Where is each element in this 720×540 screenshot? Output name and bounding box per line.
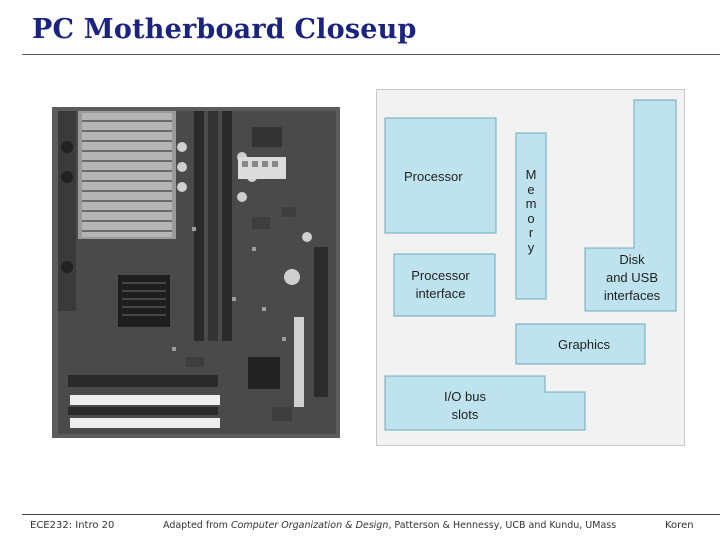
processor-label: Processor [404,169,463,184]
motherboard-block-diagram: Processor M e m o r y Processor interfac… [376,89,685,446]
io-bus-line: slots [451,407,479,422]
io-bus-block [384,375,586,431]
processor-interface-line: interface [415,286,466,301]
memory-letter: m [525,196,537,211]
processor-interface-line: Processor [411,268,470,283]
cpu-heatsink [78,111,176,239]
footer-credit-suffix: , Patterson & Hennessy, UCB and Kundu, U… [388,520,617,531]
footer-book-title: Computer Organization & Design [230,520,389,531]
footer-author: Koren [665,520,694,531]
memory-block [515,132,547,300]
memory-slots [194,111,232,341]
processor-interface-block [393,253,496,317]
disk-usb-label: Disk and USB interfaces [592,251,672,305]
memory-letter: y [527,239,535,255]
processor-block [384,117,497,234]
block-shapes [384,99,677,431]
graphics-label: Graphics [558,337,611,352]
processor-interface-label: Processor interface [403,267,478,303]
memory-letter: e [527,181,535,197]
disk-usb-line: interfaces [603,288,661,303]
footer-divider [22,514,720,515]
footer-course: ECE232: Intro 20 [30,520,115,531]
disk-usb-block [584,99,677,312]
memory-label: M e m o r y [523,167,539,255]
motherboard-photo [52,107,340,438]
memory-letter: o [527,210,535,226]
pci-slots [68,375,220,428]
io-bus-line: I/O bus [444,389,486,404]
memory-letter: r [528,225,534,240]
footer-credit-prefix: Adapted from [163,520,231,531]
slide-title: PC Motherboard Closeup [32,14,417,45]
disk-usb-line: Disk [619,252,645,267]
io-bus-label: I/O bus slots [425,388,505,424]
graphics-block [515,323,646,365]
memory-letter: M [525,167,537,182]
footer-credit: Adapted from Computer Organization & Des… [163,520,616,531]
chipset [118,275,170,327]
disk-usb-line: and USB [605,270,659,285]
title-divider [22,54,720,55]
